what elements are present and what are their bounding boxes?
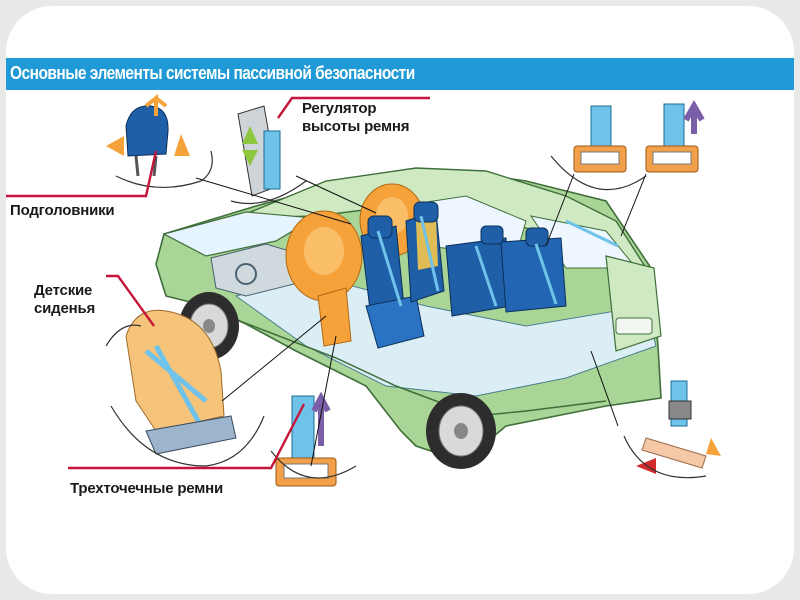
belt-height-inset	[230, 105, 307, 205]
label-child-seats-line2: сиденья	[34, 300, 96, 317]
pretensioner-inset-right	[645, 99, 705, 173]
leader-lines	[195, 173, 647, 467]
buckle-inset-right	[623, 380, 721, 479]
diagram-title: Основные элементы системы пассивной безо…	[10, 63, 415, 83]
rear-wheel	[426, 393, 496, 469]
label-three-point-belts: Трехточечные ремни	[70, 480, 224, 497]
label-headrests: Подголовники	[10, 202, 115, 219]
label-belt-height-line2: высоты ремня	[302, 118, 410, 135]
title-bar: Основные элементы системы пассивной безо…	[6, 58, 794, 90]
diagram-card: Основные элементы системы пассивной безо…	[6, 6, 794, 594]
label-pointers	[6, 96, 430, 470]
headrest-inset	[106, 93, 213, 188]
label-child-seats-line1: Детские	[34, 282, 93, 299]
pretensioner-inset-left	[550, 105, 647, 191]
label-belt-height-line1: Регулятор	[302, 100, 377, 117]
interior-belts	[376, 215, 619, 307]
car-safety-illustration	[6, 93, 721, 487]
child-seat-inset	[105, 309, 265, 467]
